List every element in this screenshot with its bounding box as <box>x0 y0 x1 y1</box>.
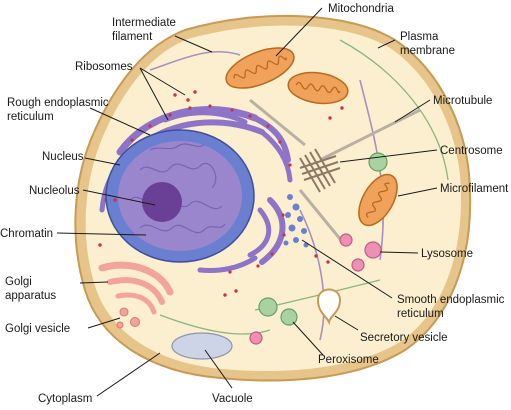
label-chromatin: Chromatin <box>0 228 53 240</box>
peroxisome <box>280 308 298 326</box>
label-nucleus: Nucleus <box>42 151 84 163</box>
label-microtubule: Microtubule <box>433 95 492 107</box>
label-microfilament: Microfilament <box>440 183 509 195</box>
microtubule <box>298 189 347 246</box>
mitochondrion <box>287 71 349 105</box>
label-rough-er: Rough endoplasmic reticulum <box>7 97 112 123</box>
intermediate-filament <box>299 209 325 341</box>
free-ribosomes <box>98 90 344 297</box>
mitochondrion <box>225 47 295 89</box>
leader-lines <box>56 7 438 397</box>
cytoskeleton <box>149 39 449 341</box>
mitochondria <box>225 47 398 227</box>
pink-vesicle <box>249 331 263 345</box>
peroxisomes <box>258 297 298 326</box>
microfilament <box>339 39 449 181</box>
peroxisome <box>258 297 278 317</box>
lysosome <box>364 241 382 259</box>
lysosome <box>351 258 365 272</box>
label-intermediate-filament: Intermediate filament <box>112 17 179 43</box>
secretory-vesicle <box>316 288 342 326</box>
label-secretory-vesicle: Secretory vesicle <box>360 332 448 344</box>
centrosome <box>299 148 341 193</box>
golgi-vesicle <box>116 321 124 329</box>
nucleolus <box>142 182 182 222</box>
vacuole <box>171 332 233 360</box>
label-smooth-er: Smooth endoplasmic reticulum <box>397 294 508 320</box>
golgi-vesicles <box>116 307 140 329</box>
label-ribosomes: Ribosomes <box>75 61 133 73</box>
label-mitochondria: Mitochondria <box>328 3 394 15</box>
microtubule <box>319 108 421 162</box>
label-vacuole: Vacuole <box>212 393 253 405</box>
labels: Intermediate filament Mitochondria Plasm… <box>0 3 509 405</box>
golgi-vesicle <box>119 307 129 317</box>
label-cytoplasm: Cytoplasm <box>38 393 92 405</box>
green-vesicle <box>368 152 388 172</box>
label-nucleolus: Nucleolus <box>29 185 80 197</box>
label-peroxisome: Peroxisome <box>318 354 379 366</box>
smooth-endoplasmic-reticulum <box>283 194 309 248</box>
microtubule <box>249 98 306 147</box>
golgi-vesicle <box>130 317 140 327</box>
mitochondrion <box>358 173 398 227</box>
lysosomes <box>339 233 382 272</box>
nucleus <box>105 129 255 263</box>
lysosome <box>339 233 353 247</box>
golgi-apparatus <box>98 261 174 315</box>
label-centrosome: Centrosome <box>440 145 503 157</box>
intermediate-filament <box>149 50 241 71</box>
label-golgi-vesicle: Golgi vesicle <box>5 323 70 335</box>
label-golgi-apparatus: Golgi apparatus <box>5 276 56 302</box>
label-plasma-membrane: Plasma membrane <box>400 31 455 57</box>
label-lysosome: Lysosome <box>421 248 473 260</box>
microfilament <box>159 314 271 335</box>
